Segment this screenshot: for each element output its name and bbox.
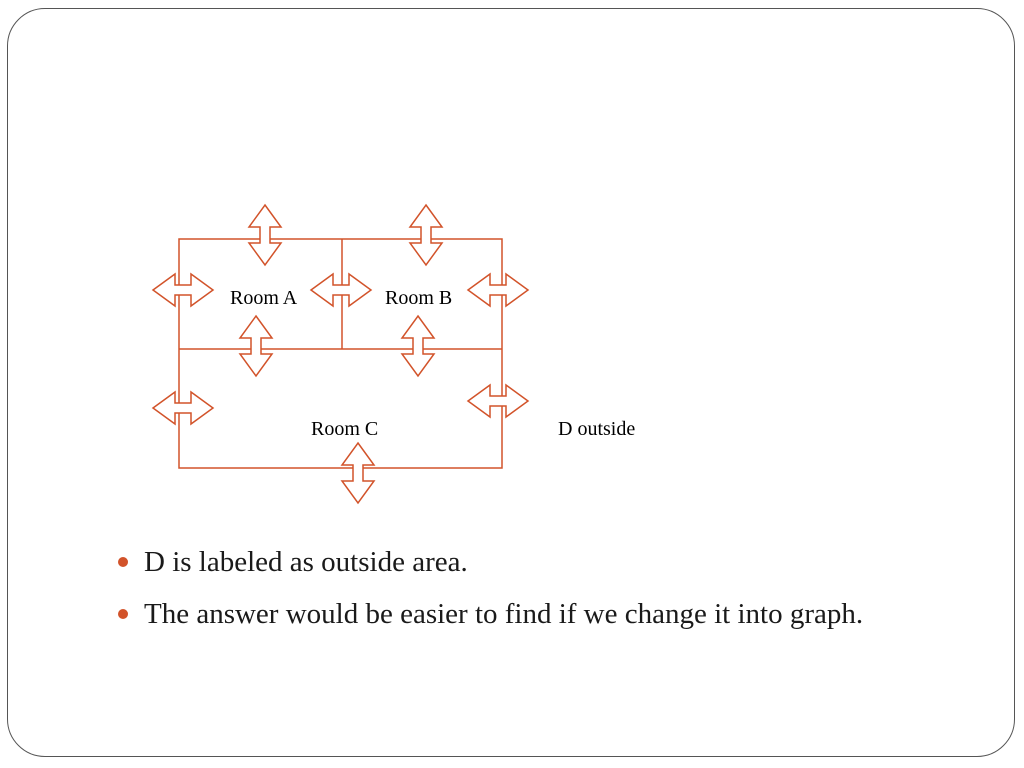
double-arrow-icon [466,272,530,308]
bullet-item: The answer would be easier to find if we… [118,592,918,636]
bullet-text: The answer would be easier to find if we… [144,598,864,630]
bullet-text: D is labeled as outside area. [144,546,468,578]
bullet-item: D is labeled as outside area. [118,540,918,584]
double-arrow-icon [400,314,436,378]
double-arrow-icon [408,203,444,267]
double-arrow-icon [309,272,373,308]
outer-wall [178,238,503,469]
double-arrow-icon [151,390,215,426]
double-arrow-icon [238,314,274,378]
slide-frame [7,8,1015,757]
bullet-dot-icon [118,609,128,619]
double-arrow-icon [247,203,283,267]
room-b-label: Room B [385,287,452,309]
outside-label: D outside [558,418,635,440]
double-arrow-icon [466,383,530,419]
door-arrows [151,203,530,505]
bullet-dot-icon [118,557,128,567]
double-arrow-icon [151,272,215,308]
room-c-label: Room C [311,418,378,440]
double-arrow-icon [340,441,376,505]
bullet-list: D is labeled as outside area. The answer… [118,540,918,644]
room-a-label: Room A [230,287,298,309]
